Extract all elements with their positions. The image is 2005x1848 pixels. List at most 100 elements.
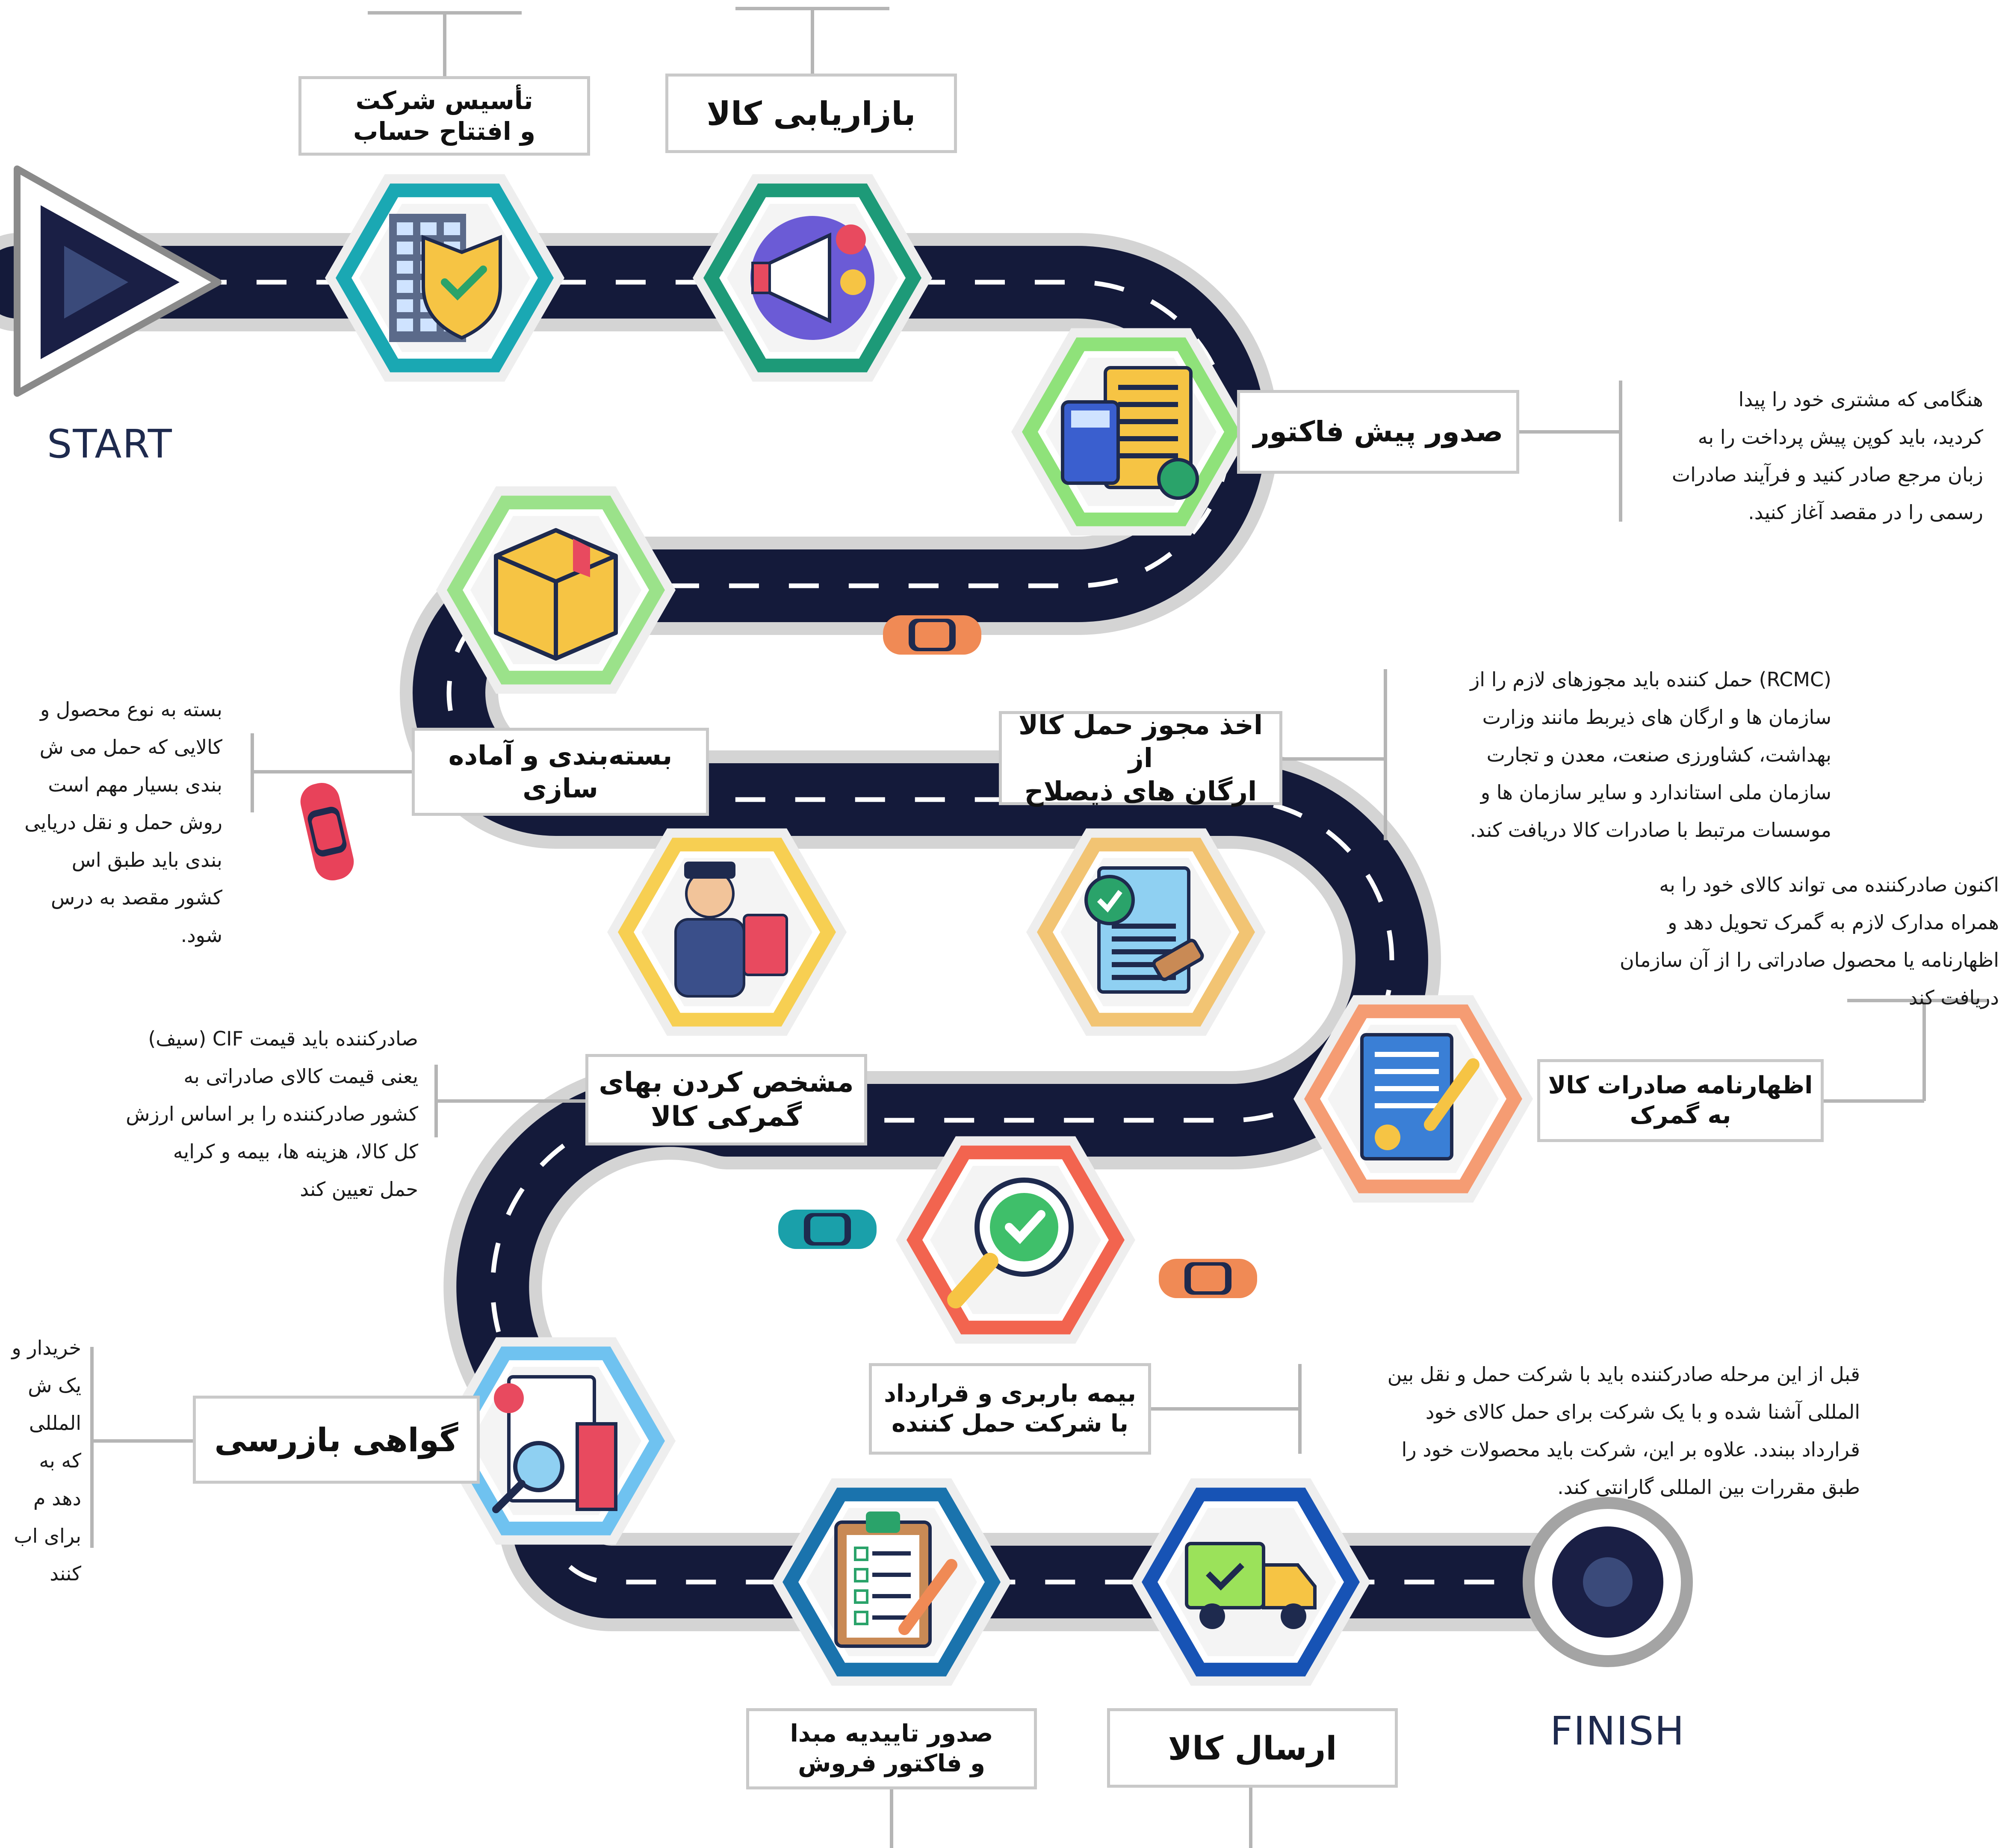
- step-hexagon: [607, 828, 847, 1036]
- car-roof-top: [312, 813, 343, 850]
- inspection-report-icon: [492, 1375, 617, 1513]
- calculator-screen: [1071, 410, 1110, 428]
- car-roof-top: [915, 622, 949, 648]
- description-declaration: اکنون صادرکننده می تواند کالای خود را به…: [1548, 866, 1999, 1016]
- description-insurance: قبل از این مرحله صادرکننده باید با شرکت …: [1320, 1355, 1860, 1506]
- office-building-shield-icon: [389, 214, 502, 342]
- description-line: رسمی را در مقصد آغاز کنید.: [1748, 501, 1983, 524]
- step-hexagon: [1131, 1478, 1370, 1686]
- step-title-line: مشخص کردن بهای: [599, 1067, 854, 1098]
- step-hexagon: [772, 1478, 1011, 1686]
- description-line: المللی: [29, 1411, 81, 1435]
- description-line: همراه مدارک لازم به گمرک تحویل دهد و: [1668, 911, 1999, 934]
- description-line: کشور مقصد به درس: [50, 886, 222, 909]
- finish-target-core: [1583, 1557, 1633, 1607]
- description-line: (RCMC) حمل کننده باید مجوزهای لازم را از: [1470, 668, 1831, 691]
- description-line: موسسات مرتبط با صادرات کالا دریافت کند.: [1470, 818, 1831, 841]
- truck-cab: [1262, 1563, 1317, 1609]
- declaration-pen: [1424, 1058, 1479, 1131]
- checklist-line: [872, 1594, 911, 1598]
- description-line: صادرکننده باید قیمت CIF (سیف): [148, 1027, 418, 1050]
- megaphone-marketing-icon: [750, 216, 874, 340]
- step-title-line: با شرکت حمل کننده: [892, 1410, 1128, 1438]
- description-permit: (RCMC) حمل کننده باید مجوزهای لازم را از…: [1419, 661, 1831, 849]
- step-title-line: بازاریابی کالا: [706, 94, 916, 133]
- car-red-icon: [300, 782, 354, 881]
- step-hexagon: [436, 486, 676, 694]
- magnifier-handle: [947, 1253, 998, 1308]
- description-line: روش حمل و نقل دریایی: [24, 811, 222, 834]
- checklist-line: [872, 1573, 911, 1577]
- permit-line: [1112, 924, 1176, 929]
- step-title-line: بسته‌بندی و آماده سازی: [448, 739, 673, 804]
- description-line: هنگامی که مشتری خود را پیدا: [1738, 388, 1983, 411]
- step-label-marketing: بازاریابی کالا: [665, 74, 957, 153]
- description-line: قرارداد ببندد. علاوه بر این، شرکت باید م…: [1401, 1438, 1860, 1461]
- description-pre-invoice: هنگامی که مشتری خود را پیدا کردید، باید …: [1636, 381, 1983, 531]
- report-binder: [576, 1422, 617, 1511]
- checklist-box: [854, 1611, 868, 1625]
- report-magnifier-handle: [492, 1480, 526, 1513]
- description-line: بهداشت، کشاورزی صنعت، معدن و تجارت: [1486, 743, 1831, 766]
- description-line: کل کالا، هزینه ها، بیمه و کرایه: [173, 1140, 418, 1163]
- description-line: المللی آشنا شده و با یک شرکت برای حمل کا…: [1425, 1400, 1860, 1423]
- step-title-line: صدور پیش فاکتور: [1253, 415, 1503, 448]
- permit-line: [1112, 949, 1176, 954]
- declaration-document-pen-icon: [1360, 1033, 1479, 1160]
- step-label-declaration: اظهارنامه صادرات کالا به گمرک: [1537, 1059, 1824, 1142]
- building-window: [397, 299, 413, 312]
- description-line: بسته به نوع محصول و: [40, 698, 222, 721]
- checklist-box: [854, 1547, 868, 1561]
- approved-badge: [1084, 875, 1135, 925]
- permit-line: [1112, 936, 1176, 942]
- declaration-seal: [1375, 1125, 1400, 1150]
- step-title-line: بیمه باربری و قرارداد: [884, 1380, 1136, 1408]
- step-title-line: گواهی بازرسی: [214, 1420, 458, 1459]
- step-hexagon: [1293, 995, 1533, 1203]
- officer-cap: [684, 862, 735, 879]
- box-edges: [495, 554, 617, 658]
- description-line: بندی بسیار مهم است: [48, 773, 222, 796]
- declaration-line: [1375, 1103, 1439, 1108]
- description-line: سازمان ملی استاندارد و سایر سازمان ها و: [1480, 781, 1831, 804]
- car-roof-top: [1191, 1266, 1225, 1291]
- clipboard-pen: [898, 1559, 957, 1635]
- building-window: [397, 280, 413, 293]
- description-line: برای اب: [14, 1524, 81, 1547]
- description-line: دهد م: [33, 1487, 81, 1510]
- step-label-origin-certificate: صدور تاییدیه مبدا و فاکتور فروش: [746, 1708, 1037, 1789]
- declaration-line: [1375, 1052, 1439, 1057]
- step-title-line: به گمرک: [1630, 1101, 1731, 1129]
- building-window: [397, 261, 413, 274]
- step-title-line: ارگان های ذیصلاح: [1024, 775, 1257, 807]
- step-title-line: ارسال کالا: [1168, 1729, 1337, 1767]
- description-line: اکنون صادرکننده می تواند کالای خود را به: [1659, 873, 1999, 896]
- building-window: [420, 319, 437, 331]
- officer-uniform: [674, 918, 745, 998]
- declaration-line: [1375, 1086, 1439, 1091]
- dollar-coin: [1157, 458, 1199, 500]
- description-line: کالایی که حمل می ش: [39, 735, 222, 759]
- description-line: کشور صادرکننده را بر اساس ارزش: [126, 1102, 418, 1125]
- step-hexagon: [896, 1136, 1135, 1344]
- finish-label: FINISH: [1550, 1708, 1685, 1754]
- step-hexagon: [693, 174, 932, 382]
- step-title-line: و فاکتور فروش: [798, 1750, 985, 1777]
- message-bubble: [840, 269, 866, 295]
- info-badge: [494, 1383, 524, 1413]
- description-line: بندی باید طبق اس: [71, 848, 222, 871]
- invoice-line: [1118, 436, 1178, 441]
- step-title-line: صدور تاییدیه مبدا: [790, 1720, 993, 1748]
- like-heart-bubble: [836, 224, 866, 254]
- truck-wheel: [1199, 1603, 1225, 1629]
- building-window: [397, 222, 413, 235]
- clipboard-checklist-icon: [834, 1511, 957, 1648]
- truck-wheel: [1281, 1603, 1306, 1629]
- truck-check: [1206, 1563, 1244, 1591]
- start-triangle-highlight: [64, 246, 128, 319]
- description-line: کردید، باید کوپن پیش پرداخت را به: [1698, 425, 1983, 449]
- truck-cargo: [1185, 1542, 1265, 1609]
- description-line: قبل از این مرحله صادرکننده باید با شرکت …: [1387, 1363, 1860, 1386]
- description-line: کنند: [50, 1562, 81, 1585]
